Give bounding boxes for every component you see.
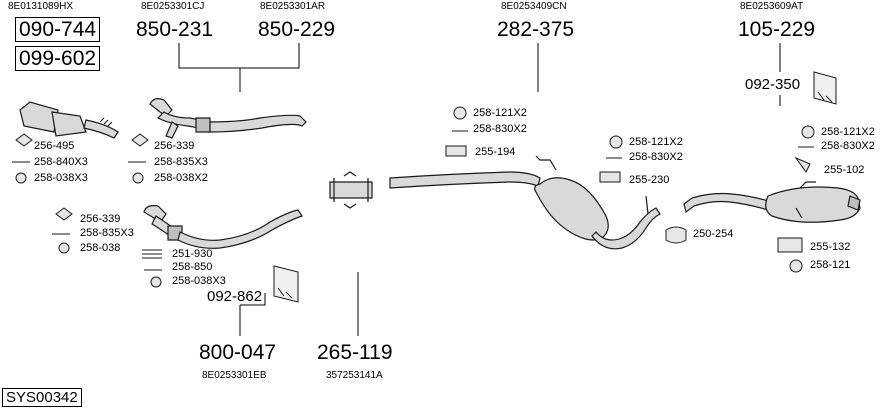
oem-number: 357253141A — [326, 370, 383, 381]
front-pipe-upper-drawing — [149, 98, 307, 139]
gasket-icon — [131, 133, 149, 147]
accessory-label[interactable]: 258-830X2 — [629, 151, 683, 163]
accessory-label[interactable]: 256-339 — [80, 213, 121, 225]
clamp-drawing — [329, 171, 373, 209]
accessory-label[interactable]: 251-930 — [172, 248, 213, 260]
accessory-label[interactable]: 258-121X2 — [473, 107, 527, 119]
gasket-icon — [55, 207, 73, 221]
nut-icon — [58, 242, 70, 254]
accessory-label[interactable]: 258-038X3 — [172, 275, 226, 287]
hanger-icon — [445, 145, 467, 157]
gasket-icon — [15, 133, 33, 147]
hanger-icon — [665, 226, 687, 244]
part-number-090-744[interactable]: 090-744 — [15, 17, 101, 42]
middle-silencer-drawing — [389, 155, 661, 250]
accessory-label[interactable]: 250-254 — [693, 228, 734, 240]
nut-icon — [150, 276, 162, 288]
leader-092-862 — [240, 293, 266, 306]
ring-icon — [801, 125, 815, 139]
accessory-label[interactable]: 258-121X2 — [821, 126, 875, 138]
oem-number: 8E0253609AT — [740, 1, 804, 12]
bracket-850-leader — [178, 43, 300, 69]
accessory-label[interactable]: 255-194 — [475, 146, 516, 158]
system-code: SYS00342 — [2, 388, 82, 407]
rubber-mount-icon — [777, 237, 803, 253]
oem-number: 8E0253409CN — [501, 1, 567, 12]
accessory-label[interactable]: 258-840X3 — [34, 156, 88, 168]
accessory-label[interactable]: 258-835X3 — [80, 227, 134, 239]
accessory-label[interactable]: 258-850 — [172, 261, 213, 273]
accessory-label[interactable]: 258-121 — [810, 259, 851, 271]
accessory-label[interactable]: 258-121X2 — [629, 136, 683, 148]
accessory-label[interactable]: 258-038X3 — [34, 172, 88, 184]
nut-icon — [15, 172, 27, 184]
accessory-label[interactable]: 258-038X2 — [154, 172, 208, 184]
hanger-icon — [794, 156, 811, 173]
oem-number: 8E0253301AR — [260, 1, 326, 12]
part-number-282-375[interactable]: 282-375 — [497, 18, 575, 41]
rear-silencer-drawing — [683, 181, 861, 223]
accessory-label[interactable]: 256-339 — [154, 140, 195, 152]
hanger-icon — [599, 171, 621, 183]
part-number-092-862[interactable]: 092-862 — [207, 288, 263, 305]
oem-number: 8E0253301CJ — [141, 1, 205, 12]
nut-icon — [132, 172, 144, 184]
part-number-850-231[interactable]: 850-231 — [136, 18, 214, 41]
part-number-105-229[interactable]: 105-229 — [738, 18, 816, 41]
spring-icon — [142, 249, 162, 259]
mounting-kit-092-350-drawing — [813, 71, 837, 105]
ring-icon — [453, 106, 467, 120]
accessory-label[interactable]: 255-230 — [629, 174, 670, 186]
oem-number: 8E0131089HX — [8, 1, 74, 12]
ring-icon — [609, 135, 623, 149]
accessory-label[interactable]: 255-102 — [824, 164, 865, 176]
mounting-kit-092-862-drawing — [273, 265, 299, 303]
part-number-099-602[interactable]: 099-602 — [15, 46, 101, 71]
ring-icon — [789, 259, 803, 273]
part-number-800-047[interactable]: 800-047 — [199, 341, 277, 364]
part-number-265-119[interactable]: 265-119 — [317, 341, 393, 364]
accessory-label[interactable]: 258-038 — [80, 242, 121, 254]
accessory-label[interactable]: 258-835X3 — [154, 156, 208, 168]
accessory-label[interactable]: 256-495 — [34, 140, 75, 152]
part-number-850-229[interactable]: 850-229 — [258, 18, 336, 41]
front-pipe-lower-drawing — [143, 205, 303, 249]
accessory-label[interactable]: 258-830X2 — [821, 140, 875, 152]
catalytic-converter-drawing — [19, 101, 119, 139]
accessory-label[interactable]: 258-830X2 — [473, 123, 527, 135]
part-number-092-350[interactable]: 092-350 — [745, 76, 801, 93]
accessory-label[interactable]: 255-132 — [810, 241, 851, 253]
oem-number: 8E0253301EB — [202, 370, 267, 381]
